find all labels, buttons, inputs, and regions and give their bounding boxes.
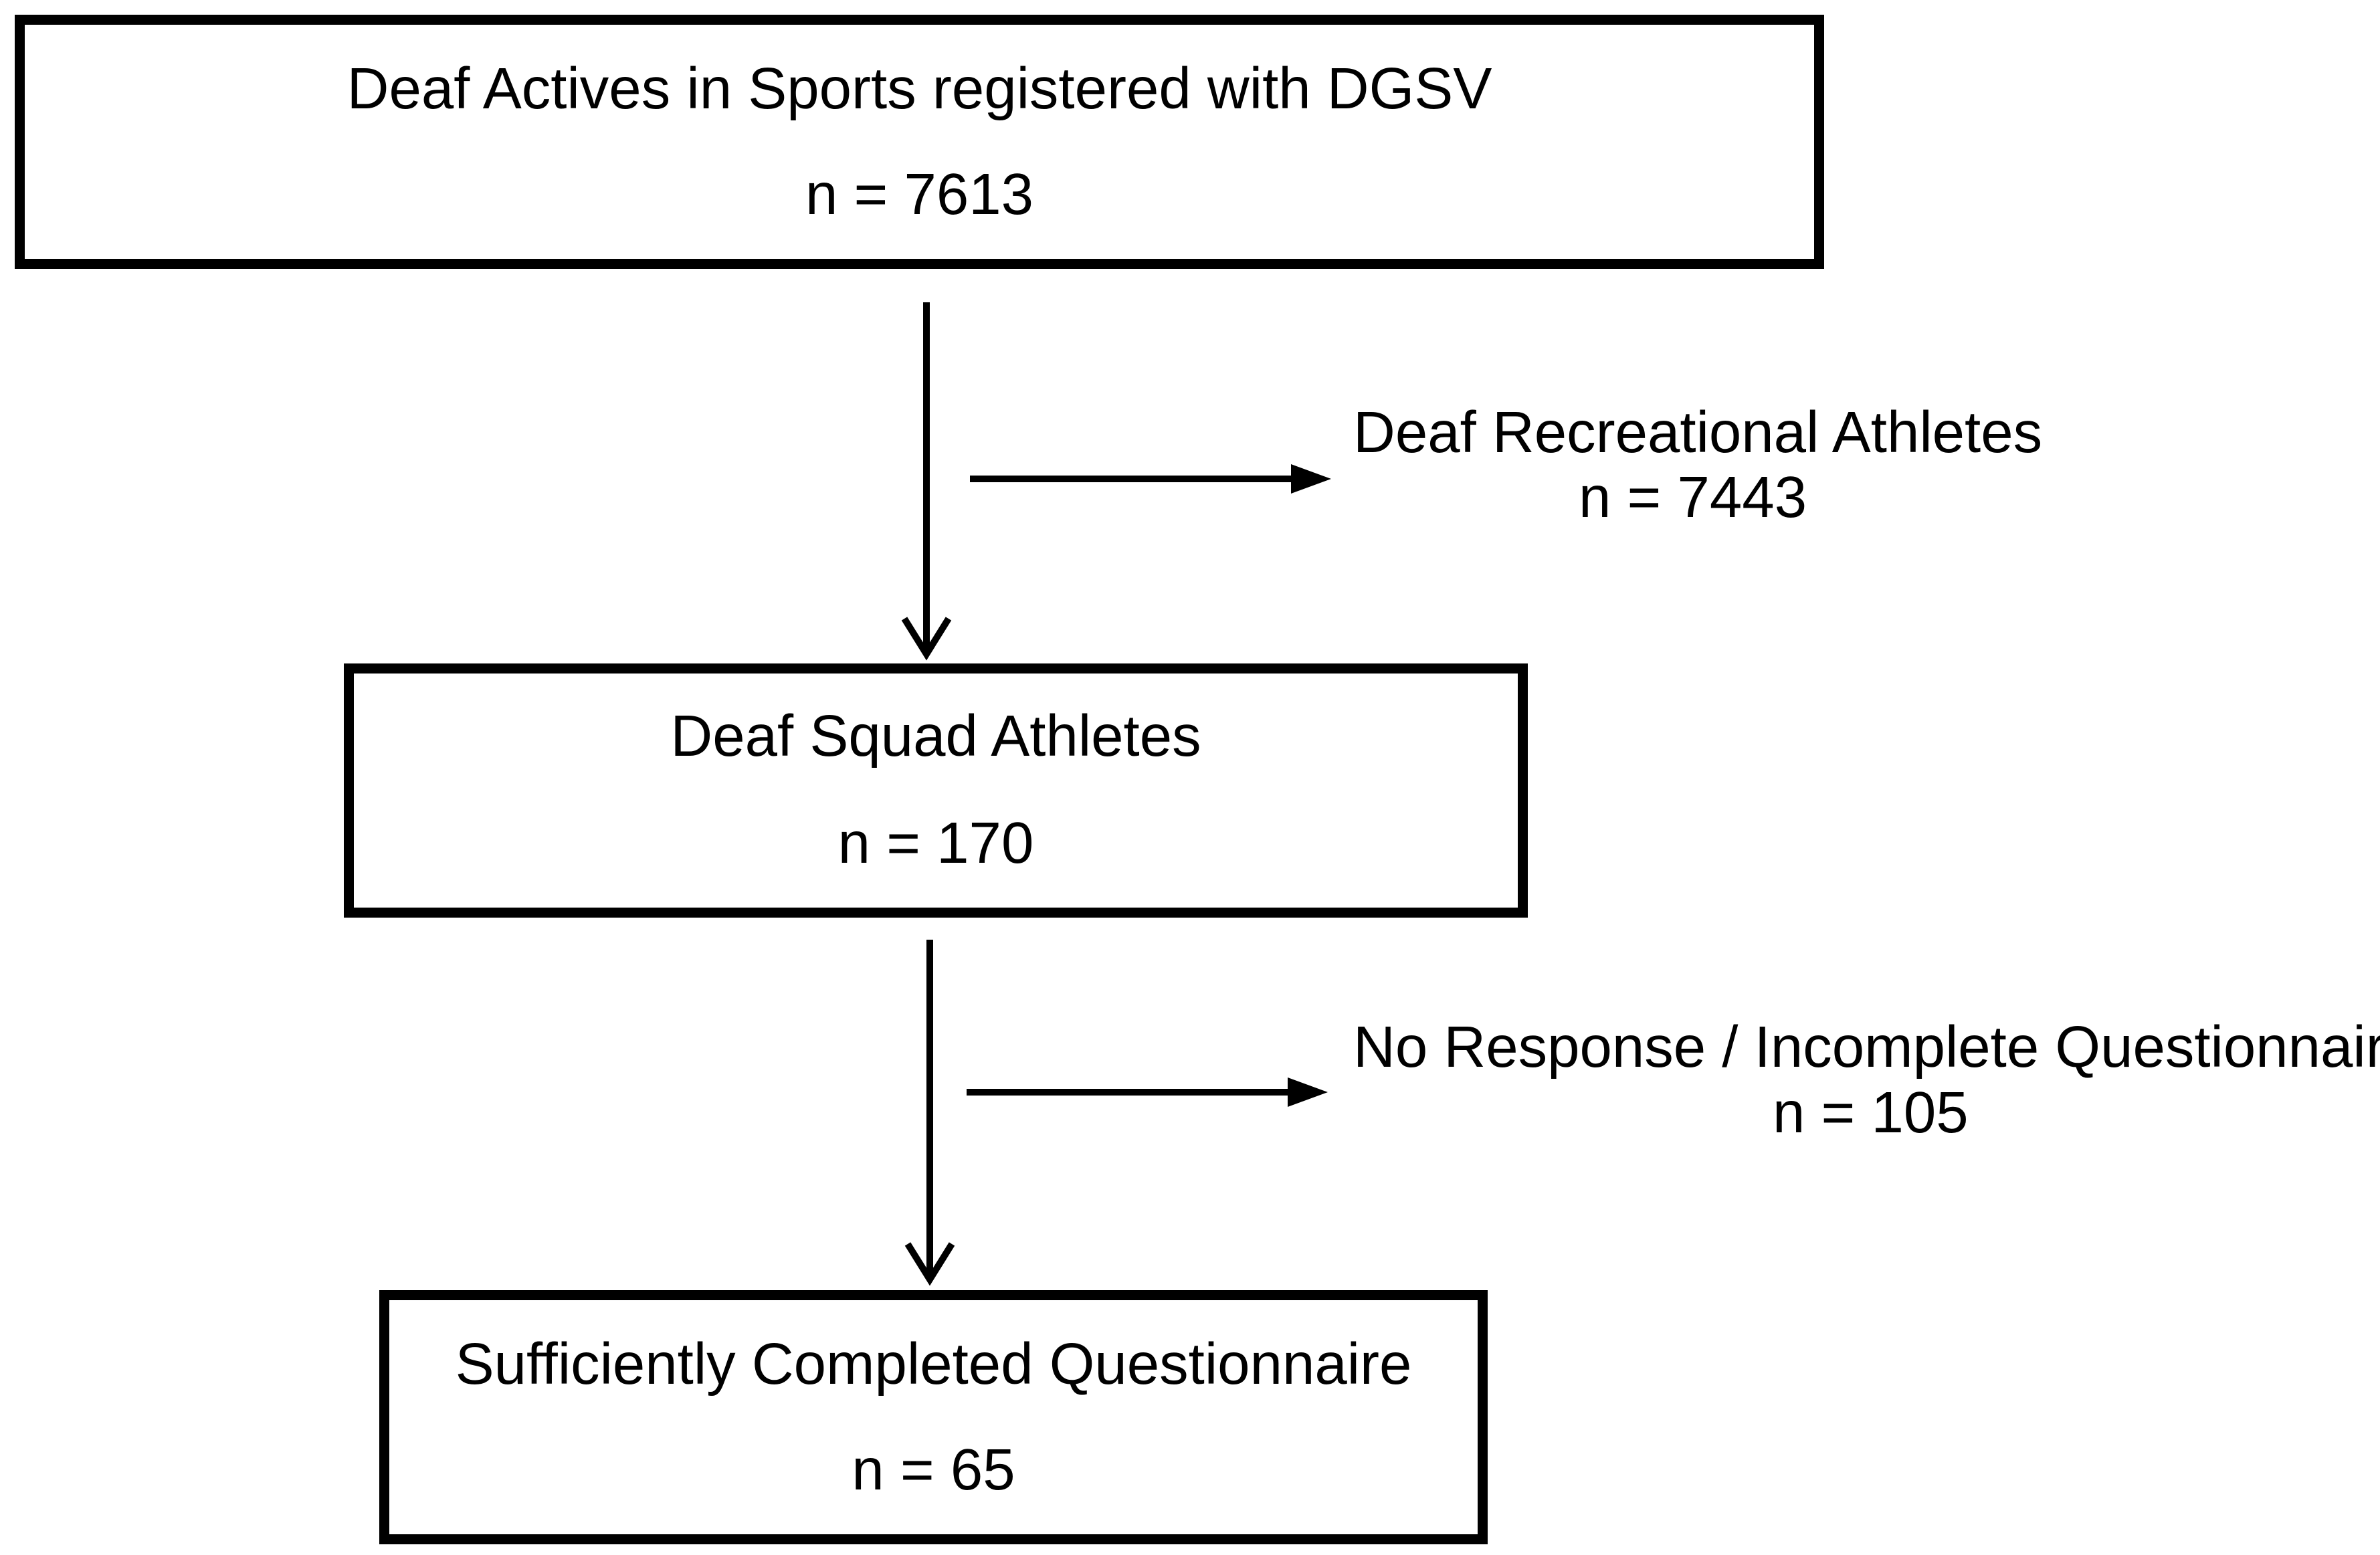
completed-questionnaire-count: n = 65 <box>852 1437 1015 1502</box>
arrow-down-2-head <box>904 1242 955 1286</box>
no-response-count: n = 105 <box>1773 1080 1969 1145</box>
recreational-athletes-label: Deaf Recreational Athletes <box>1353 400 2043 465</box>
squad-athletes-box: Deaf Squad Athletes n = 170 <box>344 663 1528 918</box>
total-registered-count: n = 7613 <box>805 162 1034 227</box>
completed-questionnaire-title: Sufficiently Completed Questionnaire <box>455 1332 1412 1396</box>
total-registered-title: Deaf Actives in Sports registered with D… <box>346 56 1492 121</box>
squad-athletes-title: Deaf Squad Athletes <box>670 704 1201 768</box>
arrow-down-1-head <box>901 617 952 661</box>
recreational-athletes-count: n = 7443 <box>1579 465 1807 530</box>
arrow-right-1-head <box>1291 464 1331 494</box>
total-registered-box: Deaf Actives in Sports registered with D… <box>15 15 1824 269</box>
squad-athletes-count: n = 170 <box>837 811 1034 875</box>
arrow-right-2-head <box>1288 1077 1328 1107</box>
completed-questionnaire-box: Sufficiently Completed Questionnaire n =… <box>379 1290 1488 1544</box>
no-response-label: No Response / Incomplete Questionnaire <box>1353 1015 2380 1079</box>
